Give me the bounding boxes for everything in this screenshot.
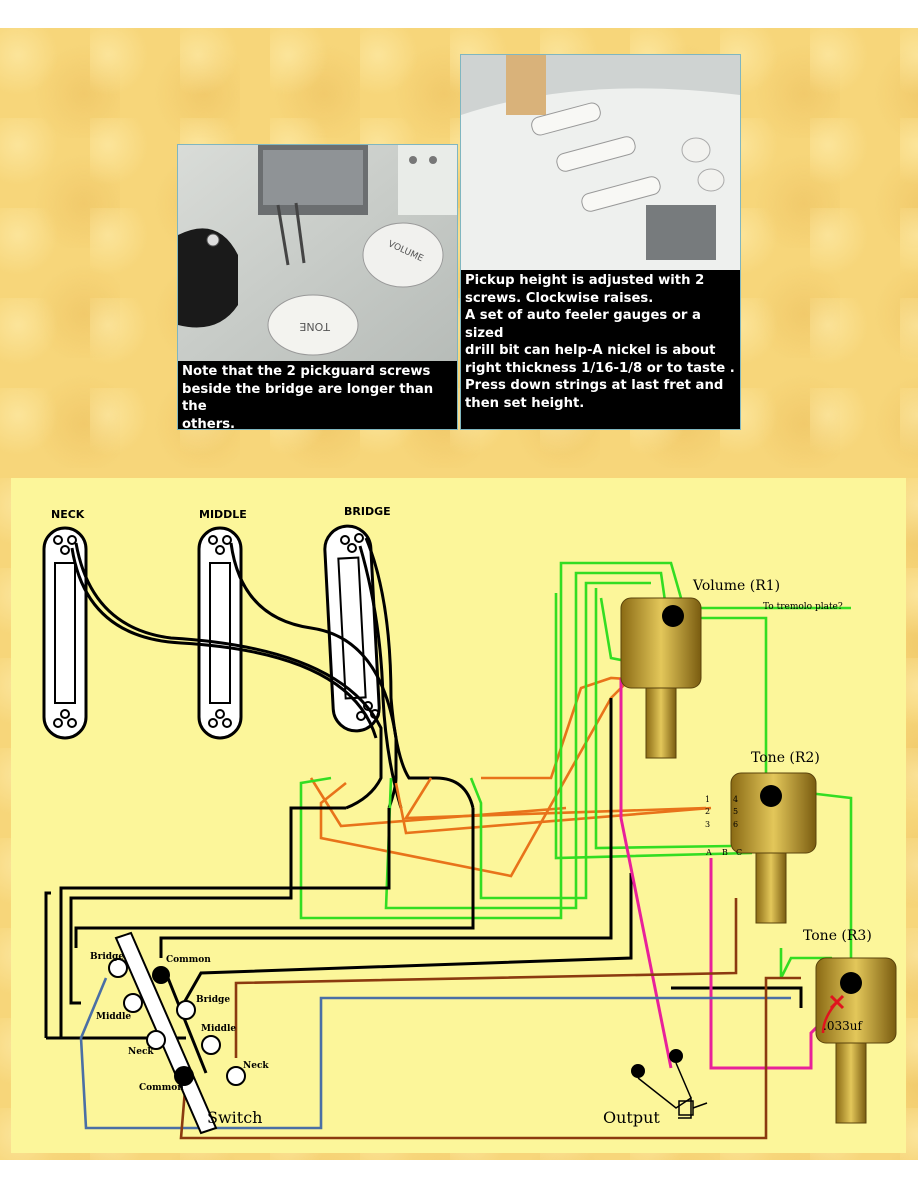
lug-4: 4	[733, 795, 738, 804]
switch-bridge-left-label: Bridge	[90, 952, 124, 962]
pot-tone-r3	[815, 957, 897, 1124]
switch-title: Switch	[207, 1108, 262, 1127]
volume-r1-label: Volume (R1)	[692, 578, 780, 594]
switch-middle-right-label: Middle	[201, 1024, 236, 1034]
wiring-diagram: NECK MIDDLE BR	[11, 478, 906, 1153]
switch-common-bottom-label: Common	[139, 1083, 184, 1093]
switch-middle-left-label: Middle	[96, 1012, 131, 1022]
output-label: Output	[603, 1108, 660, 1127]
lug-c: C	[736, 848, 742, 857]
lug-b: B	[722, 848, 728, 857]
lug-6: 6	[733, 820, 738, 829]
pickup-leads-black	[70, 537, 475, 810]
output-jack	[631, 1049, 708, 1119]
switch-neck-left-label: Neck	[128, 1047, 154, 1057]
page-background: VOLUME TONE Note that the 2 pickguard sc…	[0, 28, 918, 1160]
tone-r2-label: Tone (R2)	[751, 750, 820, 766]
pickup-neck-label: NECK	[51, 508, 85, 521]
lug-1: 1	[705, 795, 710, 804]
switch-body	[108, 931, 246, 1135]
tone-knob-label: TONE	[299, 320, 331, 333]
photo-panel-pickguard: VOLUME TONE Note that the 2 pickguard sc…	[177, 144, 458, 432]
switch-bridge-right-label: Bridge	[196, 995, 230, 1005]
photo-panel-pickup-height: Pickup height is adjusted with 2 screws.…	[460, 54, 741, 430]
photo-pickup-height	[461, 55, 740, 270]
wires-brown	[179, 898, 801, 1140]
photo-pickguard-screws: VOLUME TONE	[178, 145, 457, 361]
wires-orange	[309, 625, 712, 878]
pickup-middle-label: MIDDLE	[199, 508, 247, 521]
caption-pickguard: Note that the 2 pickguard screws beside …	[182, 364, 434, 432]
tremolo-label: To tremolo plate?	[763, 602, 843, 612]
switch-common-top-label: Common	[166, 955, 211, 965]
wiring-diagram-svg: NECK MIDDLE BR	[42, 505, 897, 1140]
wires-black	[44, 698, 803, 1040]
pickup-bridge-label: BRIDGE	[344, 505, 391, 518]
lug-3: 3	[705, 820, 710, 829]
caption-pickup-height: Pickup height is adjusted with 2 screws.…	[465, 273, 735, 411]
tone-r3-label: Tone (R3)	[803, 928, 872, 944]
lug-5: 5	[733, 807, 738, 816]
pot-tone-r2	[730, 772, 817, 924]
lug-2: 2	[705, 807, 710, 816]
pickup-neck	[42, 526, 88, 740]
switch-neck-right-label: Neck	[243, 1061, 269, 1071]
pot-volume-r1	[620, 597, 702, 759]
capacitor-label: .033uf	[823, 1019, 863, 1033]
lug-a: A	[705, 848, 712, 857]
pickup-middle	[197, 526, 243, 740]
